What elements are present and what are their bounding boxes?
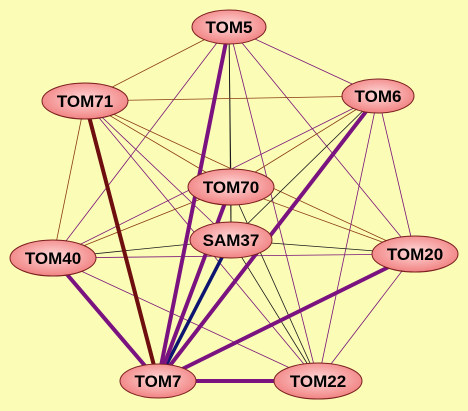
node-label: TOM40 xyxy=(25,249,81,268)
edge-tom5-tom40 xyxy=(52,26,230,259)
edge-tom71-tom40 xyxy=(52,100,86,259)
node-ellipse[interactable] xyxy=(119,363,197,399)
edge-tom6-sam37 xyxy=(230,95,379,241)
node-tom6[interactable]: TOM6 xyxy=(341,78,415,114)
edge-tom40-tom7 xyxy=(51,256,160,383)
edge-sam37-tom22 xyxy=(230,239,319,382)
node-label: TOM22 xyxy=(290,372,346,391)
node-ellipse[interactable] xyxy=(191,9,267,45)
edge-tom71-sam37 xyxy=(84,100,232,241)
node-tom7[interactable]: TOM7 xyxy=(119,363,197,399)
edge-tom40-tom22 xyxy=(52,257,319,382)
edge-tom5-tom20 xyxy=(228,26,416,255)
node-tom71[interactable]: TOM71 xyxy=(41,82,129,120)
edge-sam37-tom7 xyxy=(156,239,233,382)
node-tom22[interactable]: TOM22 xyxy=(273,362,363,400)
node-ellipse[interactable] xyxy=(341,78,415,114)
edge-tom71-tom7 xyxy=(83,100,160,382)
node-ellipse[interactable] xyxy=(189,221,273,259)
node-label: TOM20 xyxy=(387,245,443,264)
edge-tom20-tom22 xyxy=(317,253,416,382)
node-tom70[interactable]: TOM70 xyxy=(187,168,275,206)
node-ellipse[interactable] xyxy=(187,168,275,206)
node-label: SAM37 xyxy=(203,231,260,250)
node-ellipse[interactable] xyxy=(371,235,459,273)
node-label: TOM6 xyxy=(355,87,402,106)
node-label: TOM71 xyxy=(57,92,113,111)
edge-tom6-tom22 xyxy=(317,95,379,382)
node-tom20[interactable]: TOM20 xyxy=(371,235,459,273)
edge-tom6-tom20 xyxy=(377,95,416,255)
edge-tom5-tom7 xyxy=(156,26,231,382)
node-tom5[interactable]: TOM5 xyxy=(191,9,267,45)
edge-tom70-tom22 xyxy=(230,186,319,382)
node-label: TOM70 xyxy=(203,178,259,197)
node-label: TOM5 xyxy=(206,18,253,37)
node-label: TOM7 xyxy=(135,372,182,391)
edge-tom70-tom7 xyxy=(156,186,233,382)
node-ellipse[interactable] xyxy=(41,82,129,120)
edge-tom71-tom6 xyxy=(84,95,379,102)
node-tom40[interactable]: TOM40 xyxy=(9,239,97,277)
node-sam37[interactable]: SAM37 xyxy=(189,221,273,259)
edge-tom20-tom7 xyxy=(157,252,416,383)
node-ellipse[interactable] xyxy=(9,239,97,277)
edge-tom5-tom22 xyxy=(228,26,319,382)
node-ellipse[interactable] xyxy=(273,362,363,400)
